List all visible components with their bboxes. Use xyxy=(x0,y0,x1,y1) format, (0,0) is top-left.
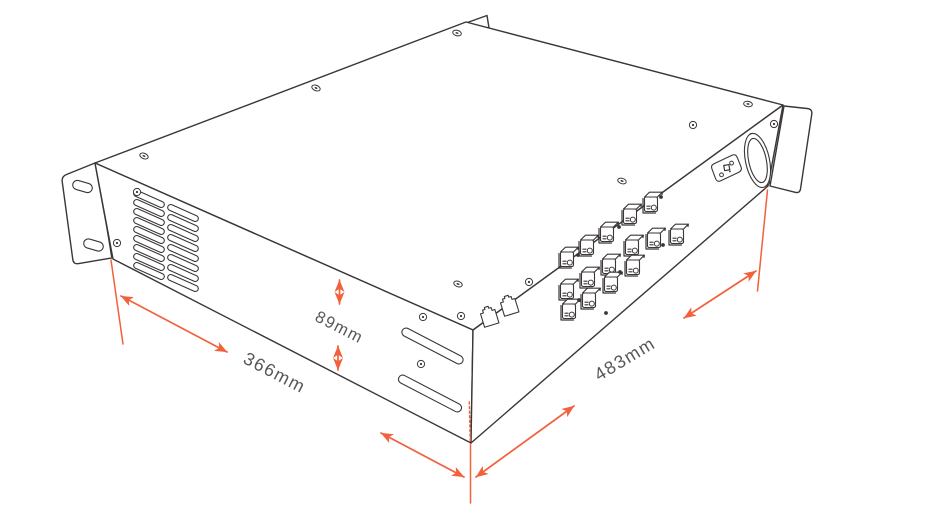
dimension-label-width: 483mm xyxy=(591,333,659,385)
chassis-body xyxy=(61,14,813,444)
ear-slot xyxy=(83,238,104,252)
terminal-connector-block xyxy=(558,191,689,321)
power-inlet xyxy=(710,154,742,182)
extension-line-right xyxy=(756,189,769,292)
side-panel-slots xyxy=(397,327,464,413)
fan-cutout xyxy=(743,132,772,189)
extension-line-center-dotted xyxy=(468,401,472,443)
ear-slot xyxy=(72,179,93,194)
dimension-label-depth: 366mm xyxy=(240,348,309,397)
extension-line-left xyxy=(110,259,124,345)
